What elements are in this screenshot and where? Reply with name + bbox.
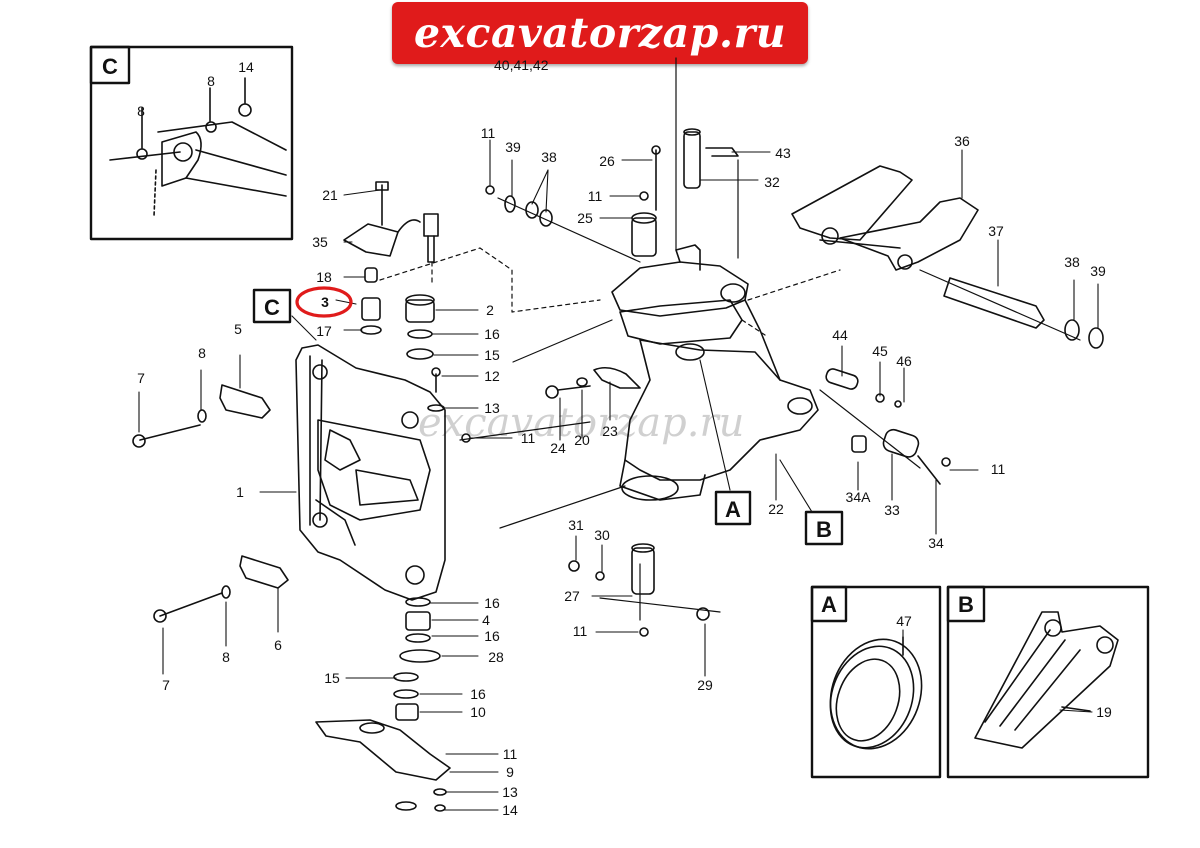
callout-6[interactable]: 6 [274, 637, 282, 653]
part-3-highlight-circle[interactable] [295, 286, 353, 318]
callout-11[interactable]: 11 [991, 461, 1006, 477]
callout-27[interactable]: 27 [564, 588, 580, 604]
callout-18[interactable]: 18 [316, 269, 332, 285]
detail-c-marker: C [264, 295, 280, 320]
callout-16[interactable]: 16 [470, 686, 486, 702]
callout-1[interactable]: 1 [236, 484, 244, 500]
detail-b-marker: B [816, 517, 832, 542]
callout-5[interactable]: 5 [234, 321, 242, 337]
callout-2[interactable]: 2 [486, 302, 494, 318]
callout-33[interactable]: 33 [884, 502, 900, 518]
callout-45[interactable]: 45 [872, 343, 888, 359]
callout-16[interactable]: 16 [484, 628, 500, 644]
callout-32[interactable]: 32 [764, 174, 780, 190]
callout-28[interactable]: 28 [488, 649, 504, 665]
callout-40-41-42[interactable]: 40,41,42 [494, 57, 549, 73]
callout-37[interactable]: 37 [988, 223, 1004, 239]
callout-11[interactable]: 11 [588, 188, 603, 204]
dashed-guide-lines [379, 247, 841, 336]
callout-36[interactable]: 36 [954, 133, 970, 149]
callout-8[interactable]: 8 [222, 649, 230, 665]
callout-16[interactable]: 16 [484, 326, 500, 342]
callout-21[interactable]: 21 [322, 187, 338, 203]
leader-lines [138, 139, 1099, 811]
callout-11[interactable]: 11 [521, 430, 536, 446]
callout-10[interactable]: 10 [470, 704, 486, 720]
callout-11[interactable]: 11 [573, 623, 588, 639]
callout-labels: 40,41,42 11 39 38 26 11 25 43 32 36 37 3… [137, 57, 1112, 818]
callout-30[interactable]: 30 [594, 527, 610, 543]
component-shapes [132, 128, 1104, 812]
callout-14[interactable]: 14 [238, 59, 254, 75]
connecting-lines [459, 57, 1081, 621]
callout-13[interactable]: 13 [484, 400, 500, 416]
callout-15[interactable]: 15 [324, 670, 340, 686]
callout-15[interactable]: 15 [484, 347, 500, 363]
callout-20[interactable]: 20 [574, 432, 590, 448]
callout-4[interactable]: 4 [482, 612, 490, 628]
callout-16[interactable]: 16 [484, 595, 500, 611]
detail-c-inset: C [89, 45, 294, 241]
callout-17[interactable]: 17 [316, 323, 332, 339]
detail-a-inset: A [810, 585, 942, 779]
callout-23[interactable]: 23 [602, 423, 618, 439]
callout-39[interactable]: 39 [1090, 263, 1106, 279]
brand-banner[interactable]: excavatorzap.ru [392, 2, 808, 64]
callout-11[interactable]: 11 [481, 125, 496, 141]
swing-frame-part-22 [611, 244, 819, 501]
callout-7[interactable]: 7 [137, 370, 145, 386]
callout-29[interactable]: 29 [697, 677, 713, 693]
callout-31[interactable]: 31 [568, 517, 584, 533]
callout-22[interactable]: 22 [768, 501, 784, 517]
callout-44[interactable]: 44 [832, 327, 848, 343]
callout-46[interactable]: 46 [896, 353, 912, 369]
callout-8[interactable]: 8 [198, 345, 206, 361]
callout-8[interactable]: 8 [137, 103, 145, 119]
callout-47[interactable]: 47 [896, 613, 912, 629]
callout-39[interactable]: 39 [505, 139, 521, 155]
brand-text: excavatorzap.ru [413, 9, 787, 57]
callout-24[interactable]: 24 [550, 440, 566, 456]
callout-11[interactable]: 11 [503, 746, 518, 762]
detail-b-inset-label: B [958, 592, 974, 617]
callout-13[interactable]: 13 [502, 784, 518, 800]
callout-19[interactable]: 19 [1096, 704, 1112, 720]
detail-markers: C A B [252, 288, 844, 546]
callout-35[interactable]: 35 [312, 234, 328, 250]
callout-7[interactable]: 7 [162, 677, 170, 693]
callout-38[interactable]: 38 [541, 149, 557, 165]
callout-25[interactable]: 25 [577, 210, 593, 226]
detail-b-inset: B [946, 585, 1150, 779]
detail-a-inset-label: A [821, 592, 837, 617]
callout-8[interactable]: 8 [207, 73, 215, 89]
callout-12[interactable]: 12 [484, 368, 500, 384]
callout-9[interactable]: 9 [506, 764, 514, 780]
detail-c-inset-label: C [102, 54, 118, 79]
callout-26[interactable]: 26 [599, 153, 615, 169]
callout-34[interactable]: 34 [928, 535, 944, 551]
main-frame-part-1 [295, 344, 446, 601]
callout-43[interactable]: 43 [775, 145, 791, 161]
callout-3[interactable]: 3 [321, 294, 329, 310]
detail-a-marker: A [725, 497, 741, 522]
callout-38[interactable]: 38 [1064, 254, 1080, 270]
callout-14[interactable]: 14 [502, 802, 518, 818]
callout-34A[interactable]: 34A [846, 489, 872, 505]
